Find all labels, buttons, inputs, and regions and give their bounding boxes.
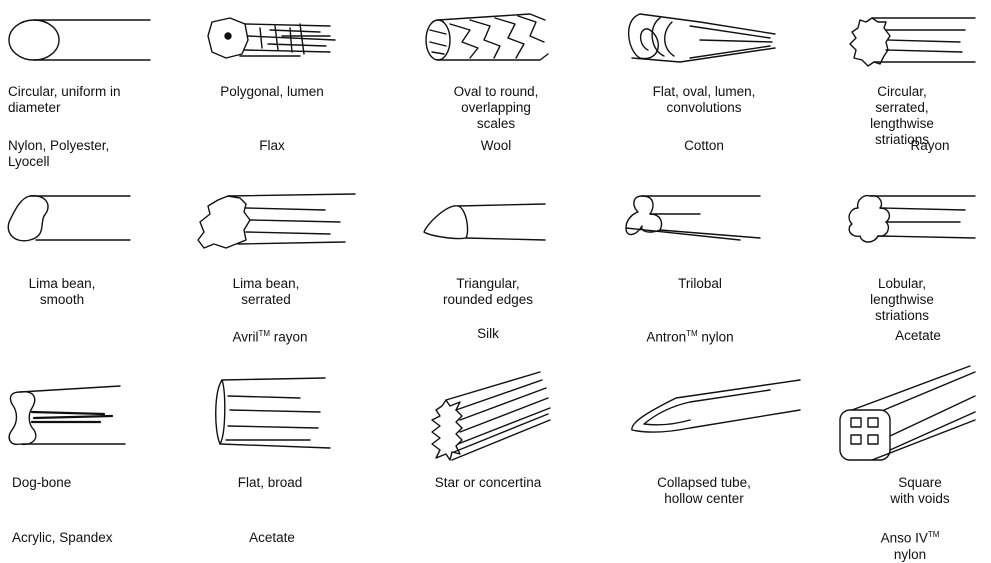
fiber-label-nylon-polyester-lyocell: Nylon, Polyester, Lyocell xyxy=(8,138,109,170)
fiber-label-antron-nylon: AntronTM nylon xyxy=(646,326,733,346)
shape-label-circular: Circular, uniform in diameter xyxy=(8,84,121,116)
shape-label-lima-smooth: Lima bean, smooth xyxy=(29,276,96,308)
fiber-drawing-flat-broad xyxy=(216,378,330,448)
shape-label-square-voids: Square with voids xyxy=(885,475,956,507)
fiber-label-acetate-2: Acetate xyxy=(249,530,295,546)
fiber-drawing-collapsed-tube xyxy=(632,380,800,432)
fiber-drawing-trilobal xyxy=(626,196,760,240)
fiber-drawing-wool xyxy=(426,14,548,60)
fiber-drawing-lima-serrated xyxy=(198,194,355,248)
fiber-label-wool: Wool xyxy=(481,138,512,154)
fiber-drawing-lima-smooth xyxy=(8,196,130,241)
fiber-drawing-cotton xyxy=(629,14,775,62)
fiber-label-flax: Flax xyxy=(259,138,285,154)
fiber-drawings xyxy=(0,0,991,545)
fiber-drawing-star xyxy=(432,372,550,460)
fiber-cross-section-diagram: Circular, uniform in diameter Nylon, Pol… xyxy=(0,0,991,545)
shape-label-flat-broad: Flat, broad xyxy=(238,475,303,491)
shape-label-lobular: Lobular, lengthwise striations xyxy=(858,276,947,324)
fiber-drawing-triangular xyxy=(424,204,545,240)
shape-label-lima-serrated: Lima bean, serrated xyxy=(233,276,300,308)
fiber-drawing-lobular xyxy=(849,196,975,242)
fiber-drawing-circular xyxy=(9,20,150,60)
shape-label-oval-scales: Oval to round, overlapping scales xyxy=(454,84,539,132)
shape-label-flat-oval: Flat, oval, lumen, convolutions xyxy=(653,84,756,116)
fiber-label-cotton: Cotton xyxy=(684,138,724,154)
fiber-drawing-square-voids xyxy=(840,366,975,460)
shape-label-polygonal: Polygonal, lumen xyxy=(220,84,324,100)
fiber-label-acrylic-spandex: Acrylic, Spandex xyxy=(12,530,113,546)
fiber-label-avril-rayon: AvrilTM rayon xyxy=(232,326,307,346)
fiber-label-silk: Silk xyxy=(477,326,499,342)
shape-label-trilobal: Trilobal xyxy=(678,276,722,292)
fiber-drawing-flax xyxy=(208,18,335,58)
shape-label-star: Star or concertina xyxy=(435,475,542,491)
fiber-drawing-rayon xyxy=(850,18,975,66)
shape-label-dog-bone: Dog-bone xyxy=(12,475,71,491)
fiber-drawing-dog-bone xyxy=(9,386,125,444)
shape-label-triangular: Triangular, rounded edges xyxy=(443,276,533,308)
shape-label-collapsed-tube: Collapsed tube, hollow center xyxy=(657,475,751,507)
fiber-label-rayon: Rayon xyxy=(910,138,949,154)
fiber-label-acetate-1: Acetate xyxy=(895,328,941,344)
